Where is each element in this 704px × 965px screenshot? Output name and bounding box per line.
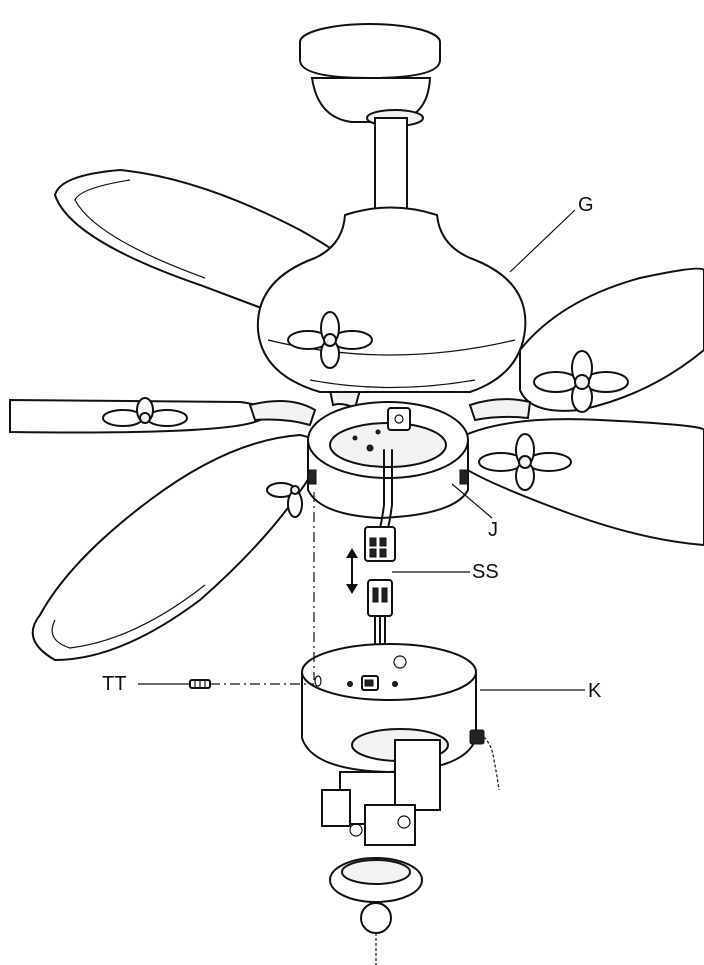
- flower-ornaments: [102, 311, 629, 518]
- callout-k: K: [588, 680, 602, 702]
- fan-blade-lower-left: [31, 433, 322, 662]
- upper-wire-harness: [364, 449, 396, 562]
- screw-icon: [189, 679, 211, 689]
- light-kit-assembly: [321, 728, 449, 965]
- downrod: [374, 117, 408, 219]
- callout-tt: TT: [102, 673, 126, 695]
- ceiling-canopy: [299, 23, 441, 127]
- screw-alignment-guide: [210, 492, 315, 685]
- callout-leaders: [138, 209, 585, 691]
- connect-arrow: [346, 548, 358, 594]
- lower-wire-harness: [367, 579, 393, 651]
- pull-chain-side: [469, 729, 500, 791]
- switch-housing-plate: [307, 401, 469, 520]
- callout-ss: SS: [472, 561, 499, 583]
- callout-j: J: [488, 519, 498, 541]
- callout-g: G: [578, 194, 594, 216]
